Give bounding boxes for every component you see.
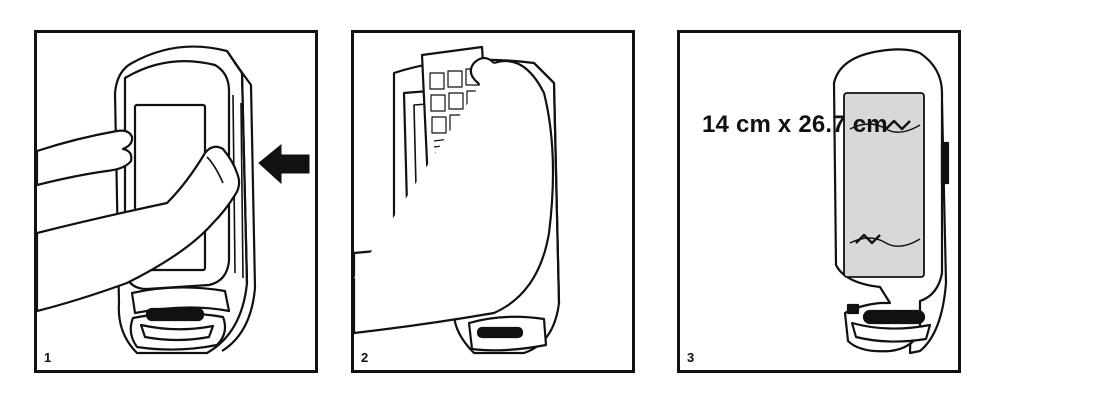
arm-right (37, 145, 241, 313)
dispenser-slot (145, 307, 205, 322)
step-3-illustration (832, 48, 950, 355)
step-2-panel: 2 (351, 30, 635, 373)
dispenser-window (843, 92, 925, 278)
dimension-label: 14 cm x 26.7 cm (702, 111, 888, 138)
arm-left (37, 129, 134, 187)
step-number: 1 (44, 350, 52, 365)
step-number: 3 (687, 350, 695, 365)
step-1-illustration (37, 45, 310, 355)
dispenser-slot (862, 309, 926, 325)
step-1-panel: 1 (34, 30, 318, 373)
step-3-panel: 14 cm x 26.7 cm 3 (677, 30, 961, 373)
step-number: 2 (361, 350, 369, 365)
step-2-illustration (354, 45, 561, 355)
push-arrow-icon (258, 143, 310, 185)
